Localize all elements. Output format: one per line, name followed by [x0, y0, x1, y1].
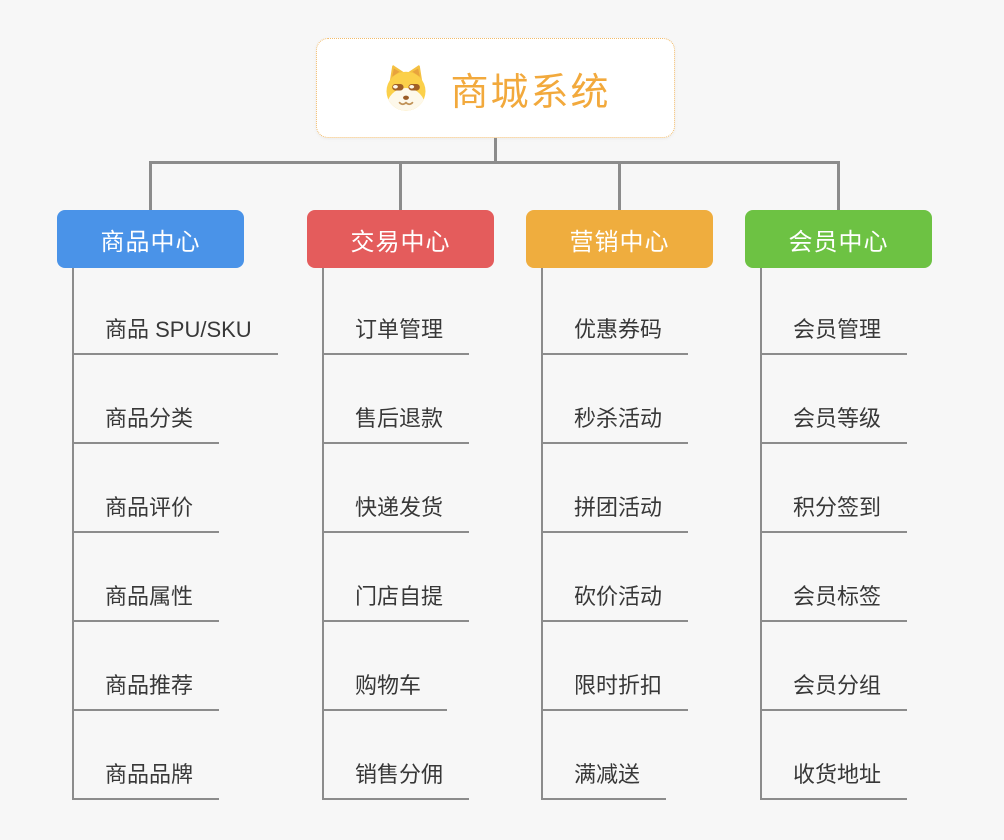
trunk-line	[541, 268, 543, 800]
leaf-node[interactable]: 拼团活动	[541, 492, 689, 533]
leaf-label: 商品推荐	[105, 673, 194, 698]
branch-drop-line	[399, 161, 402, 210]
leaf-label: 订单管理	[355, 317, 444, 342]
leaf-node[interactable]: 会员标签	[760, 581, 908, 622]
leaf-label: 秒杀活动	[574, 406, 663, 431]
dog-icon	[380, 62, 432, 114]
leaf-node[interactable]: 商品推荐	[72, 670, 220, 711]
leaf-label: 会员分组	[793, 673, 882, 698]
leaf-node[interactable]: 商品分类	[72, 403, 220, 444]
branch-box[interactable]: 交易中心	[307, 210, 494, 268]
top-rail-line	[149, 161, 840, 164]
branch-drop-line	[837, 161, 840, 210]
branch-label: 商品中心	[100, 228, 201, 256]
leaf-node[interactable]: 会员分组	[760, 670, 908, 711]
branch-box[interactable]: 营销中心	[526, 210, 713, 268]
leaf-node[interactable]: 限时折扣	[541, 670, 689, 711]
leaf-node[interactable]: 商品评价	[72, 492, 220, 533]
leaf-node[interactable]: 门店自提	[322, 581, 470, 622]
leaf-label: 售后退款	[355, 406, 444, 431]
root-node[interactable]: 商城系统	[316, 38, 675, 138]
leaf-label: 满减送	[574, 762, 641, 787]
leaf-label: 会员管理	[793, 317, 882, 342]
trunk-line	[322, 268, 324, 800]
leaf-label: 优惠券码	[574, 317, 663, 342]
branch-label: 营销中心	[569, 228, 670, 256]
trunk-line	[72, 268, 74, 800]
leaf-label: 商品 SPU/SKU	[105, 317, 252, 342]
leaf-node[interactable]: 优惠券码	[541, 314, 689, 355]
root-title: 商城系统	[450, 71, 611, 114]
leaf-node[interactable]: 商品属性	[72, 581, 220, 622]
leaf-label: 会员等级	[793, 406, 882, 431]
leaf-node[interactable]: 满减送	[541, 759, 667, 800]
leaf-label: 限时折扣	[574, 673, 663, 698]
branch-label: 会员中心	[788, 228, 889, 256]
leaf-node[interactable]: 积分签到	[760, 492, 908, 533]
leaf-node[interactable]: 会员管理	[760, 314, 908, 355]
leaf-label: 积分签到	[793, 495, 882, 520]
leaf-label: 商品评价	[105, 495, 194, 520]
root-connector-line	[494, 138, 497, 164]
leaf-label: 购物车	[355, 673, 422, 698]
trunk-line	[760, 268, 762, 800]
leaf-node[interactable]: 会员等级	[760, 403, 908, 444]
leaf-label: 门店自提	[355, 584, 444, 609]
branch-box[interactable]: 会员中心	[745, 210, 932, 268]
leaf-label: 收货地址	[793, 762, 882, 787]
leaf-node[interactable]: 售后退款	[322, 403, 470, 444]
branch-label: 交易中心	[350, 228, 451, 256]
leaf-label: 快递发货	[355, 495, 444, 520]
leaf-label: 会员标签	[793, 584, 882, 609]
leaf-label: 销售分佣	[355, 762, 444, 787]
leaf-label: 拼团活动	[574, 495, 663, 520]
leaf-node[interactable]: 购物车	[322, 670, 448, 711]
leaf-node[interactable]: 收货地址	[760, 759, 908, 800]
leaf-node[interactable]: 商品品牌	[72, 759, 220, 800]
leaf-label: 商品品牌	[105, 762, 194, 787]
leaf-label: 商品属性	[105, 584, 194, 609]
leaf-node[interactable]: 快递发货	[322, 492, 470, 533]
branch-drop-line	[618, 161, 621, 210]
leaf-node[interactable]: 秒杀活动	[541, 403, 689, 444]
branch-box[interactable]: 商品中心	[57, 210, 244, 268]
leaf-node[interactable]: 订单管理	[322, 314, 470, 355]
leaf-node[interactable]: 商品 SPU/SKU	[72, 314, 278, 355]
leaf-node[interactable]: 销售分佣	[322, 759, 470, 800]
branch-drop-line	[149, 161, 152, 210]
leaf-label: 商品分类	[105, 406, 194, 431]
leaf-node[interactable]: 砍价活动	[541, 581, 689, 622]
leaf-label: 砍价活动	[574, 584, 663, 609]
